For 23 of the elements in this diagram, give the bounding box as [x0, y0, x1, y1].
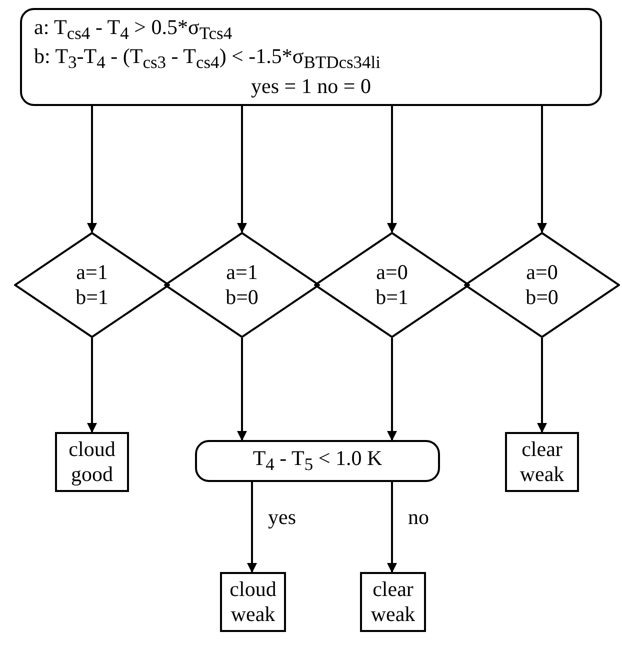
condition-box — [20, 8, 602, 106]
arrow — [237, 338, 247, 441]
decision-diamond: a=0 b=1 — [314, 232, 470, 338]
condition-text: a: T$_{cs4}$ - T$_{4}$ > 0.5*σ$_{Tcs4}$ — [33, 15, 232, 44]
result-box: cloud weak — [220, 572, 286, 632]
arrow — [387, 482, 397, 573]
arrow — [87, 338, 97, 433]
arrow — [387, 338, 397, 441]
decision-diamond: a=1 b=1 — [14, 232, 170, 338]
arrow — [87, 106, 97, 233]
condition-text: b: T$_{3}$-T$_{4}$ - (T$_{cs3}$ - T$_{cs4}$) < -1.5*σ$_{BTDcs34li}$ — [33, 44, 381, 74]
decision-diamond: a=1 b=0 — [164, 232, 320, 338]
arrow — [247, 482, 257, 573]
decision-box: T$_{4}$ - T$_{5}$ < 1.0 K — [195, 440, 440, 482]
arrow — [537, 338, 547, 433]
arrow — [237, 106, 247, 233]
condition-text: yes = 1 no = 0 — [251, 74, 371, 99]
arrow — [387, 106, 397, 233]
result-box: clear weak — [360, 572, 426, 632]
arrow — [537, 106, 547, 233]
result-box: cloud good — [55, 432, 129, 492]
decision-diamond: a=0 b=0 — [464, 232, 620, 338]
result-box: clear weak — [505, 432, 579, 492]
